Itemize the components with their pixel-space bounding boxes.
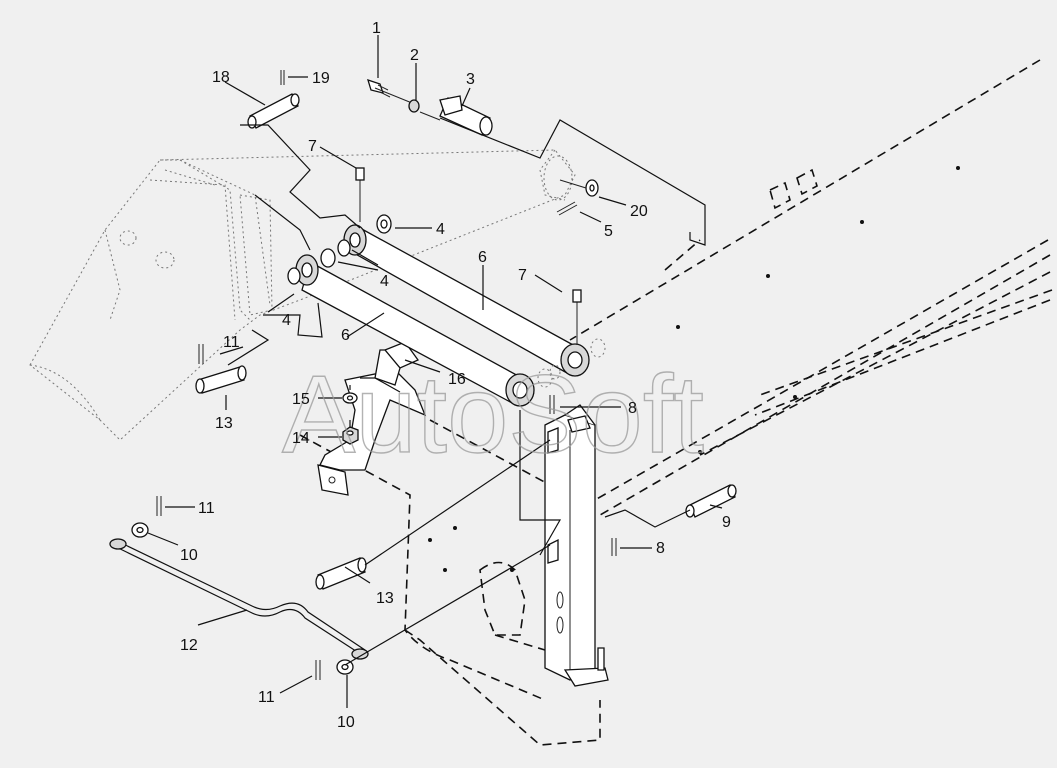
callout-11a: 11 <box>223 334 240 351</box>
cotter-11-upper <box>156 496 162 516</box>
loader-arm-outline <box>29 149 576 441</box>
callout-12: 12 <box>180 637 198 654</box>
callout-2: 2 <box>410 47 419 64</box>
cotter-11-left <box>198 344 204 364</box>
callout-4c: 4 <box>282 312 291 329</box>
cotter-8-lower <box>611 538 617 556</box>
pin-13-center <box>315 557 367 590</box>
cotter-8-upper <box>549 395 555 414</box>
cotter-19 <box>280 70 285 85</box>
pin-3 <box>419 95 493 136</box>
leader-lines <box>147 35 723 708</box>
callout-8a: 8 <box>628 400 637 417</box>
bushings <box>287 214 606 388</box>
grease-fitting-upper <box>355 167 365 222</box>
callout-7b: 7 <box>518 267 527 284</box>
callout-15: 15 <box>292 391 310 408</box>
callout-18: 18 <box>212 69 230 86</box>
callout-10b: 10 <box>337 714 355 731</box>
callout-20: 20 <box>630 203 648 220</box>
washer-10-lower <box>336 659 354 675</box>
callout-13a: 13 <box>215 415 233 432</box>
callout-8b: 8 <box>656 540 665 557</box>
frame-markers <box>769 168 818 210</box>
pin-5 <box>556 201 578 216</box>
callout-9: 9 <box>722 514 731 531</box>
callout-4b: 4 <box>380 273 389 290</box>
callout-13b: 13 <box>376 590 394 607</box>
washer-10-upper <box>131 522 149 538</box>
callout-11b: 11 <box>198 500 215 517</box>
callout-6b: 6 <box>341 327 350 344</box>
callout-labels: 1 2 3 4 4 4 5 6 6 7 7 8 8 9 10 10 11 11 … <box>180 20 731 731</box>
grease-fitting-right <box>572 289 582 345</box>
pin-9 <box>685 484 737 518</box>
pin-13-left <box>195 365 247 394</box>
callout-19: 19 <box>312 70 330 87</box>
callout-10a: 10 <box>180 547 198 564</box>
callout-4a: 4 <box>436 221 445 238</box>
washer-15 <box>342 392 358 404</box>
washer-2 <box>408 99 420 113</box>
bolt-1 <box>367 78 413 104</box>
callout-3: 3 <box>466 71 475 88</box>
watermark: AutoSoft <box>282 353 704 476</box>
washer-20 <box>559 179 599 197</box>
callout-5: 5 <box>604 223 613 240</box>
callout-11c: 11 <box>258 689 275 706</box>
mounting-post <box>544 404 609 687</box>
callout-1: 1 <box>372 20 381 37</box>
cotter-11-lower <box>315 660 321 680</box>
callout-6a: 6 <box>478 249 487 266</box>
callout-16: 16 <box>448 371 466 388</box>
rod-12 <box>109 538 369 660</box>
callout-14: 14 <box>292 430 310 447</box>
callout-7a: 7 <box>308 138 317 155</box>
